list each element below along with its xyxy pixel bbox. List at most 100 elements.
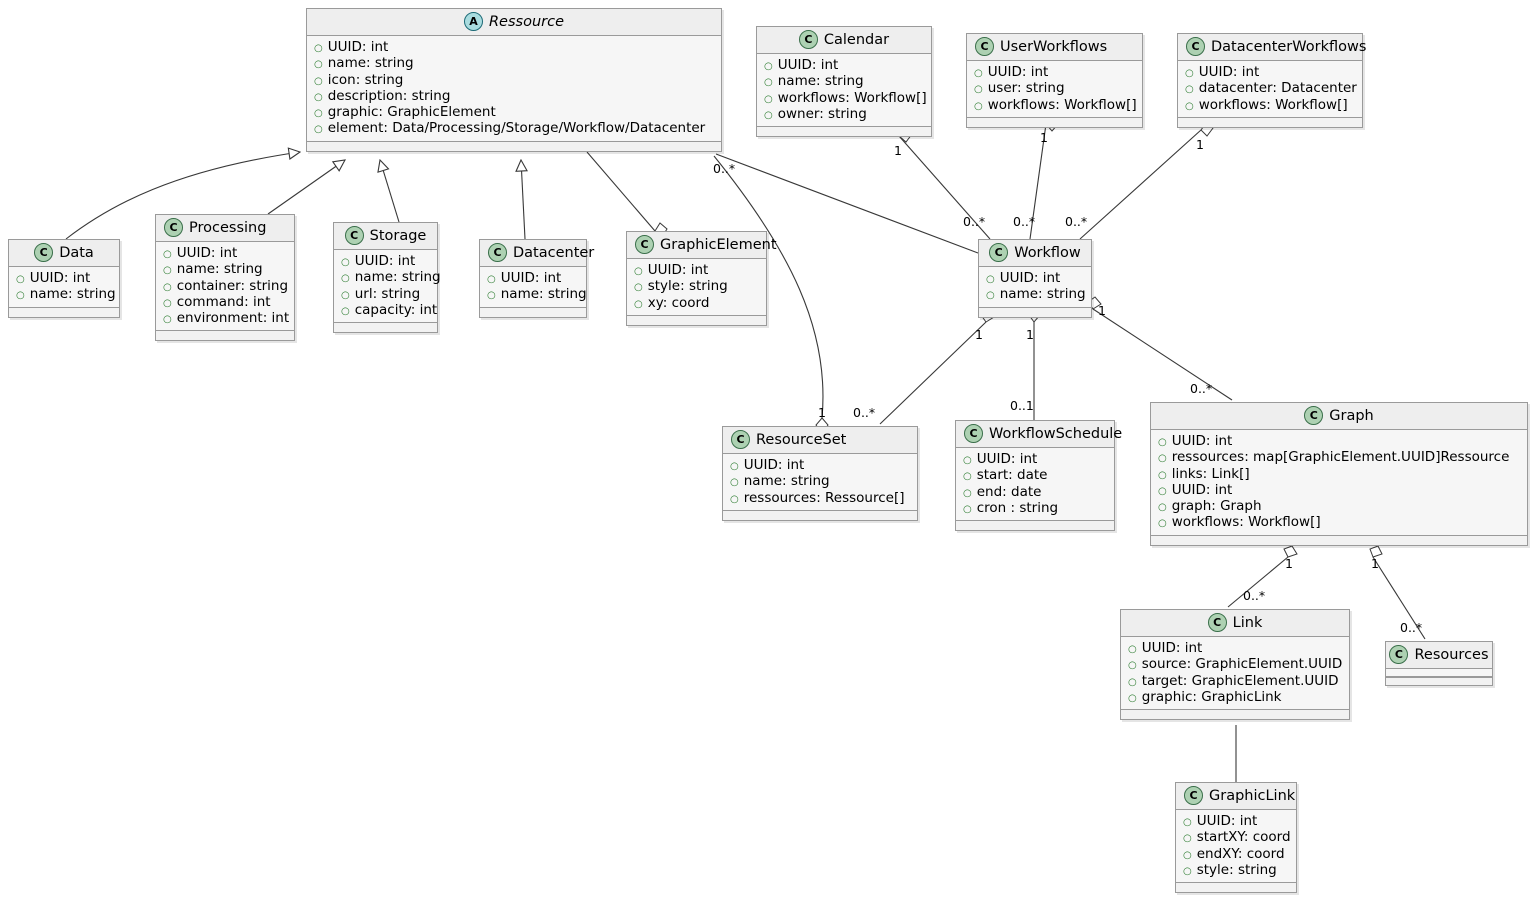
multiplicity-label: 0..* [1013, 214, 1036, 229]
attribute-text: UUID: int [500, 270, 562, 286]
attribute-text: style: string [1196, 861, 1277, 878]
visibility-icon: ○ [1185, 68, 1194, 79]
attribute-row: ○style: string [634, 278, 759, 294]
visibility-icon: ○ [1183, 865, 1192, 877]
class-name-datacenter: Datacenter [513, 244, 595, 261]
visibility-icon: ○ [163, 265, 172, 277]
attribute-row: ○UUID: int [314, 39, 714, 55]
multiplicity-label: 0..* [1400, 620, 1423, 635]
attribute-row: ○element: Data/Processing/Storage/Workfl… [314, 120, 714, 136]
attribute-text: UUID: int [999, 270, 1061, 286]
class-attributes-data: ○UUID: int○name: string [9, 267, 119, 308]
class-methods-compartment [956, 521, 1114, 531]
attribute-text: graphic: GraphicElement [327, 104, 496, 121]
attribute-text: UUID: int [976, 451, 1038, 467]
attribute-text: workflows: Workflow[] [1198, 96, 1348, 113]
visibility-icon: ○ [963, 455, 972, 466]
class-attributes-graph: ○UUID: int○ressources: map[GraphicElemen… [1151, 430, 1527, 536]
visibility-icon: ○ [1128, 644, 1137, 655]
visibility-icon: ○ [764, 61, 773, 72]
class-icon: C [34, 243, 54, 262]
multiplicity-label: 0..1 [1010, 398, 1034, 413]
visibility-icon: ○ [314, 59, 323, 71]
edge-ressource-graphicelement [586, 151, 656, 232]
attribute-text: target: GraphicElement.UUID [1141, 672, 1339, 689]
visibility-icon: ○ [314, 108, 323, 120]
class-attributes-resources [1386, 669, 1492, 677]
attribute-text: environment: int [176, 310, 290, 327]
attribute-row: ○start: date [963, 467, 1107, 483]
class-methods-compartment [757, 127, 931, 137]
visibility-icon: ○ [963, 487, 972, 499]
class-icon: C [1186, 37, 1205, 56]
class-attributes-ressource: ○UUID: int○name: string○icon: string○des… [307, 36, 721, 142]
visibility-icon: ○ [341, 305, 350, 317]
class-methods-compartment [1178, 117, 1362, 127]
class-methods-compartment [1151, 535, 1527, 545]
visibility-icon: ○ [163, 297, 172, 309]
attribute-row: ○workflows: Workflow[] [764, 90, 927, 106]
attribute-row: ○UUID: int [1183, 813, 1289, 829]
attribute-text: graphic: GraphicLink [1141, 688, 1282, 705]
attribute-text: container: string [176, 277, 289, 294]
attribute-row: ○icon: string [314, 72, 714, 88]
visibility-icon: ○ [1158, 453, 1167, 465]
visibility-icon: ○ [1158, 518, 1167, 530]
multiplicity-label: 0..* [963, 214, 986, 229]
attribute-row: ○ graph: Graph [1158, 498, 1520, 514]
visibility-icon: ○ [163, 314, 172, 326]
attribute-text: UUID: int [987, 64, 1049, 80]
class-attributes-graphicelement: ○UUID: int○style: string○xy: coord [627, 259, 766, 316]
visibility-icon: ○ [163, 281, 172, 293]
edge-storage-ressource [380, 160, 400, 223]
class-icon: C [1184, 786, 1203, 805]
attribute-text: name: string [176, 261, 263, 278]
attribute-row: ○workflows: Workflow[] [1185, 97, 1355, 113]
attribute-row: ○UUID: int [341, 253, 430, 269]
visibility-icon: ○ [1183, 817, 1192, 828]
visibility-icon: ○ [730, 461, 739, 472]
attribute-text: graph: Graph [1171, 498, 1262, 515]
multiplicity-label: 1 [1285, 556, 1293, 571]
multiplicity-label: 1 [818, 405, 826, 420]
visibility-icon: ○ [487, 274, 496, 285]
attribute-row: ○UUID: int [1158, 482, 1520, 498]
multiplicity-label: 1 [1098, 303, 1106, 318]
class-methods-compartment [9, 307, 119, 317]
attribute-row: ○UUID: int [974, 64, 1135, 80]
multiplicity-label: 0..* [1190, 381, 1213, 396]
visibility-icon: ○ [963, 503, 972, 515]
class-attributes-datacenter: ○UUID: int○name: string [480, 267, 587, 308]
class-attributes-resourceset: ○UUID: int○name: string○ressources: Ress… [723, 454, 917, 511]
multiplicity-label: 0..* [1243, 588, 1266, 603]
attribute-row: ○cron : string [963, 500, 1107, 516]
class-name-processing: Processing [189, 219, 267, 236]
attribute-row: ○ name: string [163, 261, 287, 277]
visibility-icon: ○ [1158, 502, 1167, 514]
attribute-row: ○workflows: Workflow[] [1158, 514, 1520, 530]
attribute-text: name: string [999, 286, 1086, 303]
attribute-row: ○name: string [764, 73, 924, 89]
attribute-text: UUID: int [777, 57, 839, 73]
